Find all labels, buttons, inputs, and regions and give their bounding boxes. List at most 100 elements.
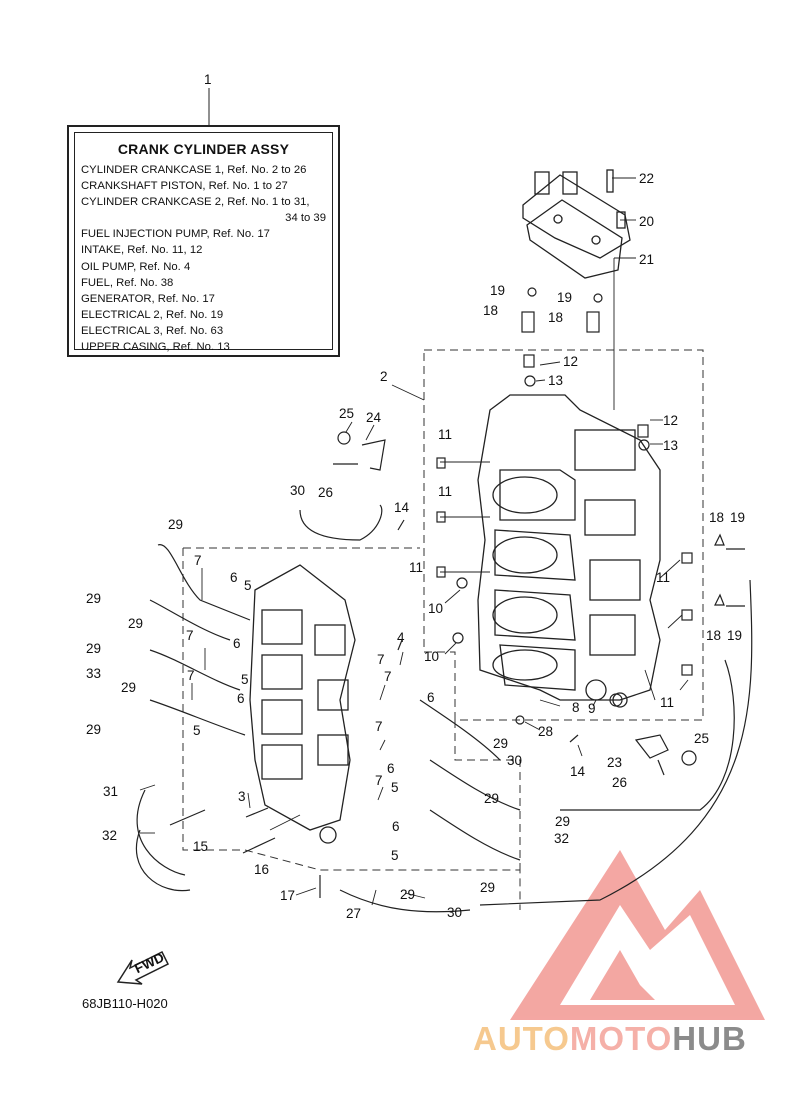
callout: 10 [424,649,439,664]
callout: 26 [318,485,333,500]
cover-plate [522,169,631,279]
callout: 1 [204,72,212,87]
callout: 29 [493,736,508,751]
callout: 3 [238,789,246,804]
callout: 11 [438,484,452,499]
callout: 16 [254,862,269,877]
assembly-line: CYLINDER CRANKCASE 1, Ref. No. 2 to 26 [81,164,307,176]
callout: 29 [484,791,499,806]
assembly-line: CYLINDER CRANKCASE 2, Ref. No. 1 to 31, [81,196,310,209]
callout: 30 [507,753,522,768]
callout: 22 [639,171,654,186]
callout: 7 [375,773,383,788]
assembly-lines: CYLINDER CRANKCASE 1, Ref. No. 2 to 26 C… [81,162,326,355]
fittings [169,287,745,898]
callout: 19 [730,510,745,525]
callout: 29 [86,641,101,656]
hoses [135,504,753,913]
callout: 7 [375,719,383,734]
callout: 29 [400,887,415,902]
callout: 31 [103,784,118,799]
callout: 29 [555,814,570,829]
callout: 17 [280,888,295,903]
watermark-part-1: AUTO [473,1020,570,1057]
callout: 6 [387,761,395,776]
callout: 6 [237,691,245,706]
callout: 7 [187,668,195,683]
callout: 32 [102,828,117,843]
assembly-title: CRANK CYLINDER ASSY [117,141,290,157]
callout: 6 [392,819,400,834]
watermark-part-3: HUB [672,1020,747,1057]
callout: 30 [447,905,462,920]
callout: 19 [557,290,572,305]
fwd-arrow-icon [116,950,170,985]
callout: 29 [480,880,495,895]
callout: 5 [241,672,249,687]
callout: 18 [709,510,724,525]
callout: 5 [244,578,252,593]
watermark-text: AUTOMOTOHUB [473,1020,747,1058]
crankcase-block [477,394,661,708]
assembly-line: UPPER CASING, Ref. No. 13 [81,341,230,354]
fwd-label: FWD [132,950,166,977]
leader-lines [139,177,689,906]
callout: 10 [428,601,443,616]
callout: 14 [394,500,410,515]
callout: 4 [397,630,405,645]
callout: 18 [548,310,563,325]
watermark-logo [510,850,765,1020]
callout: 12 [663,413,678,428]
assembly-line: ELECTRICAL 2, Ref. No. 19 [81,308,224,321]
callout: 5 [391,848,399,863]
watermark-part-2: MOTO [569,1020,673,1057]
assembly-line: CRANKSHAFT PISTON, Ref. No. 1 to 27 [81,180,288,193]
callout: 12 [563,354,578,369]
callout: 11 [660,695,674,710]
assembly-line: GENERATOR, Ref. No. 17 [81,292,215,305]
callout: 6 [230,570,238,585]
crankcase-1-boundary [182,349,704,910]
callout: 29 [86,591,101,606]
assembly-line: FUEL, Ref. No. 38 [81,276,174,289]
callout: 15 [193,839,208,854]
assembly-line: INTAKE, Ref. No. 11, 12 [81,244,203,257]
callout: 30 [290,483,305,498]
callout: 19 [490,283,505,298]
callout: 24 [366,410,382,425]
callout: 6 [427,690,435,705]
callout: 2 [380,369,388,384]
callout: 25 [694,731,709,746]
assembly-line: 34 to 39 [285,212,326,225]
callout: 7 [186,628,194,643]
assembly-info-box: CRANK CYLINDER ASSY CYLINDER CRANKCASE 1… [67,125,340,357]
diagram-code: 68JB110-H020 [82,996,168,1011]
callout: 7 [384,669,392,684]
assembly-line: ELECTRICAL 3, Ref. No. 63 [81,324,224,337]
callout: 11 [438,427,452,442]
assembly-line: FUEL INJECTION PUMP, Ref. No. 17 [81,228,270,241]
crankcase-2-block [249,564,356,844]
callout: 14 [570,764,586,779]
callout: 7 [194,553,202,568]
callout: 28 [538,724,553,739]
callout: 29 [168,517,183,532]
callout: 23 [607,755,622,770]
callout: 13 [663,438,678,453]
callout-labels: 1 2 3 4 5 5 5 5 5 6 6 6 6 6 6 7 7 7 7 7 … [86,72,745,921]
callout: 18 [706,628,721,643]
callout: 26 [612,775,627,790]
callout: 32 [554,831,569,846]
assembly-line: OIL PUMP, Ref. No. 4 [81,260,191,273]
callout: 5 [391,780,399,795]
callout: 7 [377,652,385,667]
assembly-info-inner: CRANK CYLINDER ASSY CYLINDER CRANKCASE 1… [74,132,333,353]
callout: 8 [572,700,580,715]
callout: 11 [409,560,423,575]
callout: 29 [128,616,143,631]
callout: 27 [346,906,361,921]
callout: 25 [339,406,354,421]
callout: 29 [86,722,101,737]
callout: 33 [86,666,101,681]
